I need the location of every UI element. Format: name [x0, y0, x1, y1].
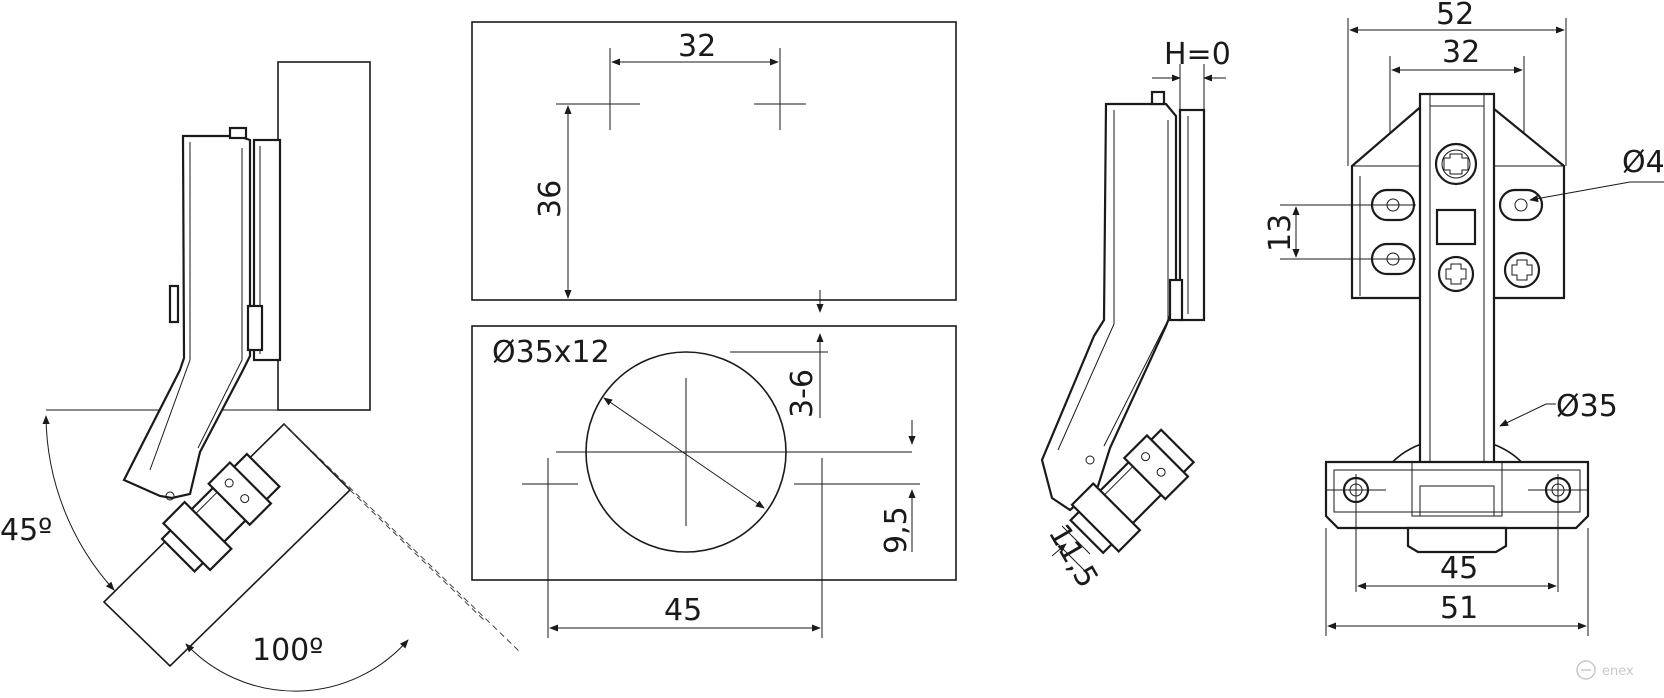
plate-block-h0 — [1168, 278, 1184, 322]
dim-phi4-label: Ø4 — [1622, 145, 1664, 180]
arm-inner-line — [1057, 110, 1115, 451]
dim-9-5-label: 9,5 — [879, 506, 914, 554]
front-view: 52 32 13 Ø4 Ø35 — [1263, 0, 1664, 636]
hinge-cup-h0 — [1069, 428, 1196, 555]
dim-13-label: 13 — [1263, 214, 1298, 252]
screw-right-icon — [1503, 251, 1541, 289]
dim-32-top-label: 32 — [678, 29, 716, 64]
arm-side-tab — [168, 284, 180, 324]
bore-diameter-label: Ø35x12 — [492, 335, 610, 370]
dim-52-label: 52 — [1436, 0, 1474, 32]
screw-middle-icon — [1437, 255, 1475, 293]
angle-100-arc — [185, 639, 409, 692]
angle-100-label: 100º — [252, 633, 323, 668]
hinge-arm-h0 — [1040, 102, 1178, 512]
hinge-arm-inner-line — [149, 142, 191, 471]
hinge-arm-inner-line-2 — [197, 148, 243, 449]
dim-32-right-label: 32 — [1442, 35, 1480, 70]
dim-h0-label: H=0 — [1164, 37, 1231, 72]
angle-45-label: 45º — [0, 513, 52, 548]
drilling-template-view: 32 36 3-6 Ø35x12 9,5 45 — [471, 21, 957, 638]
cup-base-front — [1324, 460, 1590, 530]
hinge-arm-45 — [122, 134, 252, 500]
hinge-cup-45 — [160, 452, 281, 573]
enex-logo-icon — [1576, 660, 1596, 680]
bore-diameter-line — [603, 397, 765, 509]
arm-inner-line-2 — [1103, 120, 1169, 447]
cup-bottom — [1406, 526, 1508, 554]
door-opening-ghost — [283, 423, 521, 653]
pivot-pin — [165, 491, 175, 501]
mounting-plate-template — [471, 21, 957, 301]
door-opening-ghost-edge — [349, 489, 487, 623]
dim-36-label: 36 — [533, 180, 568, 218]
plate-clip-top — [228, 126, 248, 140]
adjust-square — [1435, 208, 1477, 246]
cabinet-side-panel — [277, 61, 371, 411]
watermark-text: enex — [1602, 664, 1634, 679]
screw-top-icon — [1434, 142, 1478, 186]
side-view-45: 45º 100º — [0, 61, 521, 692]
dim-45-mid-label: 45 — [664, 593, 702, 628]
dim-phi35-label: Ø35 — [1556, 389, 1618, 424]
mounting-plate-h0 — [1178, 108, 1206, 322]
dim-3-6-label: 3-6 — [785, 369, 820, 418]
angle-45-arc — [42, 415, 115, 591]
side-view-h0: H=0 11,5 — [1040, 37, 1231, 594]
dim-51-label: 51 — [1440, 591, 1478, 626]
dim-45-right-label: 45 — [1440, 551, 1478, 586]
plate-slot-top-right — [1498, 188, 1544, 222]
door-template — [471, 325, 957, 581]
watermark: enex — [1576, 660, 1634, 680]
plate-screw-block — [246, 304, 264, 352]
plate-clip-h0 — [1150, 90, 1166, 106]
